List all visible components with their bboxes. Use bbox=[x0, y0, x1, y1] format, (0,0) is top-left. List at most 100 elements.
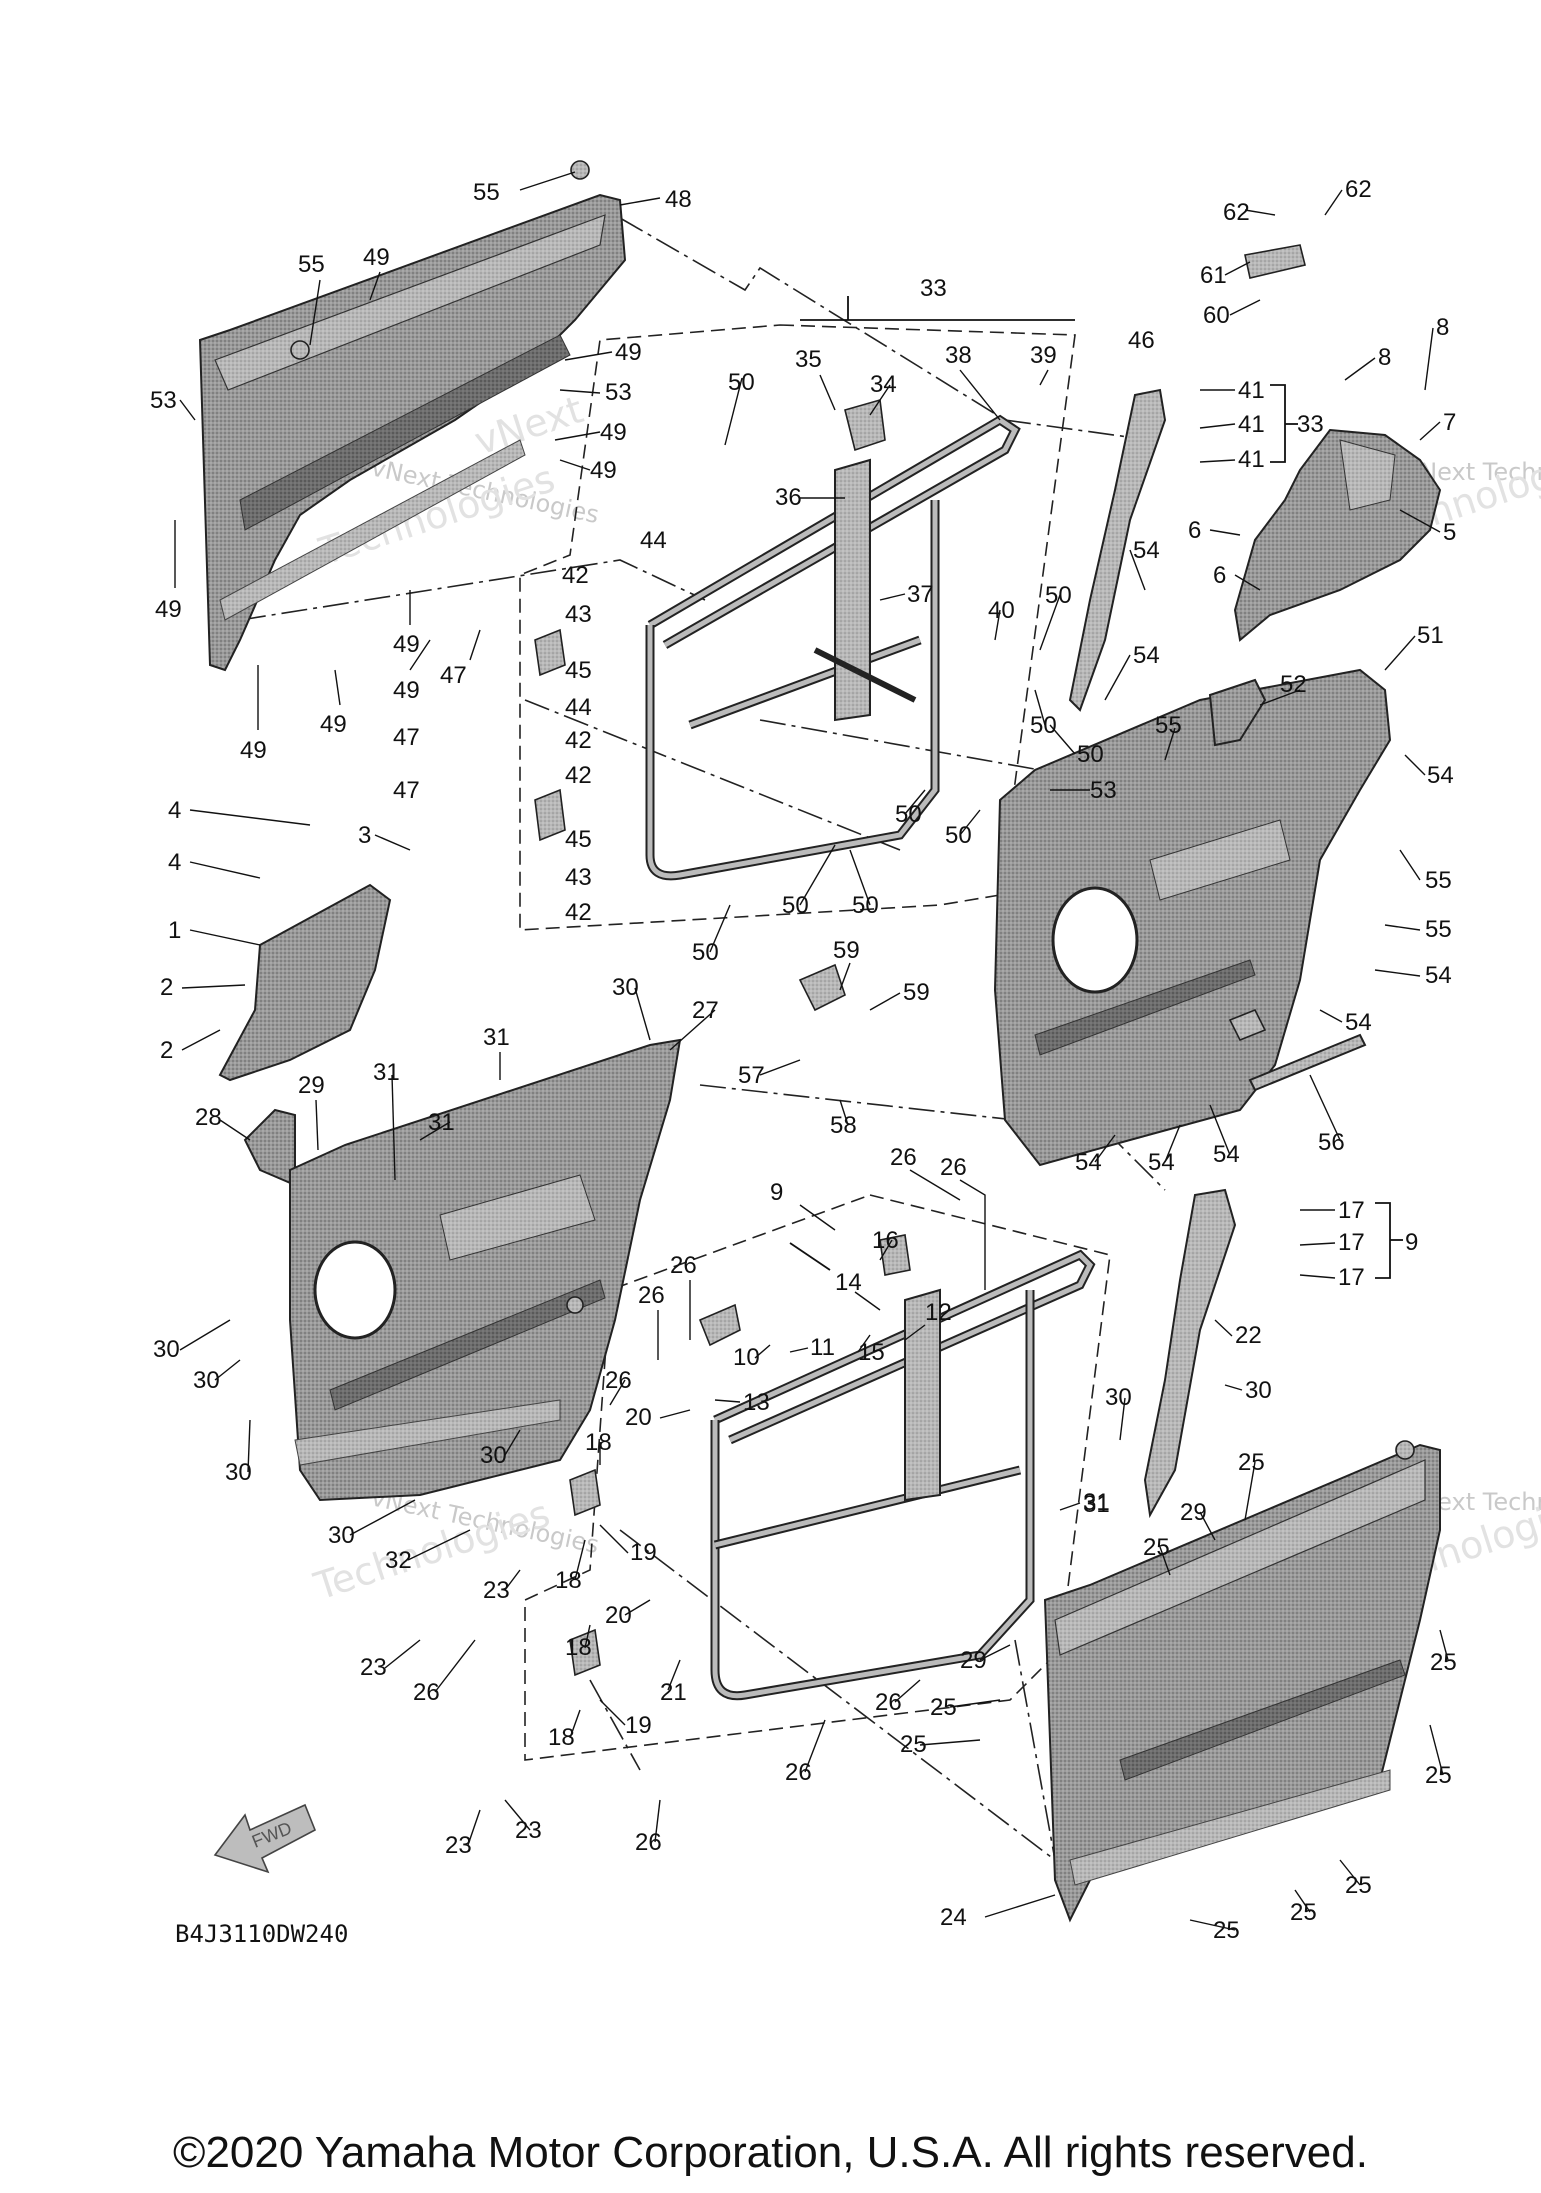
callout-55[interactable]: 55 bbox=[1155, 712, 1182, 739]
callout-37[interactable]: 37 bbox=[907, 581, 934, 608]
callout-25[interactable]: 25 bbox=[1238, 1449, 1265, 1476]
callout-49[interactable]: 49 bbox=[393, 631, 420, 658]
callout-29[interactable]: 29 bbox=[960, 1647, 987, 1674]
callout-4[interactable]: 4 bbox=[168, 849, 181, 876]
callout-60[interactable]: 60 bbox=[1203, 302, 1230, 329]
callout-55[interactable]: 55 bbox=[298, 251, 325, 278]
callout-59[interactable]: 59 bbox=[833, 937, 860, 964]
callout-23[interactable]: 23 bbox=[483, 1577, 510, 1604]
callout-50[interactable]: 50 bbox=[1077, 741, 1104, 768]
callout-41[interactable]: 41 bbox=[1238, 446, 1265, 473]
callout-26[interactable]: 26 bbox=[785, 1759, 812, 1786]
callout-50[interactable]: 50 bbox=[852, 892, 879, 919]
callout-29[interactable]: 29 bbox=[298, 1072, 325, 1099]
callout-26[interactable]: 26 bbox=[413, 1679, 440, 1706]
callout-50[interactable]: 50 bbox=[692, 939, 719, 966]
callout-44[interactable]: 44 bbox=[640, 527, 667, 554]
callout-30[interactable]: 30 bbox=[225, 1459, 252, 1486]
callout-17[interactable]: 17 bbox=[1338, 1197, 1365, 1224]
callout-11[interactable]: 11 bbox=[810, 1334, 835, 1361]
callout-5[interactable]: 5 bbox=[1443, 519, 1456, 546]
callout-17[interactable]: 17 bbox=[1338, 1264, 1365, 1291]
callout-46[interactable]: 46 bbox=[1128, 327, 1155, 354]
callout-33[interactable]: 33 bbox=[1297, 411, 1324, 438]
callout-8[interactable]: 8 bbox=[1436, 314, 1449, 341]
callout-55[interactable]: 55 bbox=[1425, 916, 1452, 943]
callout-49[interactable]: 49 bbox=[615, 339, 642, 366]
callout-42[interactable]: 42 bbox=[565, 727, 592, 754]
callout-43[interactable]: 43 bbox=[565, 601, 592, 628]
callout-33[interactable]: 33 bbox=[920, 275, 947, 302]
callout-49[interactable]: 49 bbox=[600, 419, 627, 446]
callout-55[interactable]: 55 bbox=[1425, 867, 1452, 894]
callout-26[interactable]: 26 bbox=[940, 1154, 967, 1181]
callout-16[interactable]: 16 bbox=[872, 1227, 899, 1254]
callout-24[interactable]: 24 bbox=[940, 1904, 967, 1931]
callout-55[interactable]: 55 bbox=[473, 179, 500, 206]
callout-30[interactable]: 30 bbox=[1105, 1384, 1132, 1411]
callout-56[interactable]: 56 bbox=[1318, 1129, 1345, 1156]
callout-26[interactable]: 26 bbox=[635, 1829, 662, 1856]
callout-25[interactable]: 25 bbox=[1425, 1762, 1452, 1789]
callout-43[interactable]: 43 bbox=[565, 864, 592, 891]
callout-29[interactable]: 29 bbox=[1180, 1499, 1207, 1526]
callout-30[interactable]: 30 bbox=[328, 1522, 355, 1549]
callout-26[interactable]: 26 bbox=[638, 1282, 665, 1309]
callout-47[interactable]: 47 bbox=[393, 724, 420, 751]
callout-52[interactable]: 52 bbox=[1280, 671, 1307, 698]
callout-25[interactable]: 25 bbox=[1213, 1917, 1240, 1944]
callout-23[interactable]: 23 bbox=[445, 1832, 472, 1859]
callout-49[interactable]: 49 bbox=[155, 596, 182, 623]
callout-49[interactable]: 49 bbox=[320, 711, 347, 738]
callout-20[interactable]: 20 bbox=[605, 1602, 632, 1629]
callout-28[interactable]: 28 bbox=[195, 1104, 222, 1131]
callout-62[interactable]: 62 bbox=[1345, 176, 1372, 203]
callout-50[interactable]: 50 bbox=[1045, 582, 1072, 609]
callout-19[interactable]: 19 bbox=[630, 1539, 657, 1566]
callout-42[interactable]: 42 bbox=[562, 562, 589, 589]
callout-54[interactable]: 54 bbox=[1075, 1149, 1102, 1176]
callout-30[interactable]: 30 bbox=[193, 1367, 220, 1394]
callout-62[interactable]: 62 bbox=[1223, 199, 1250, 226]
callout-44[interactable]: 44 bbox=[565, 694, 592, 721]
callout-6[interactable]: 6 bbox=[1213, 562, 1226, 589]
callout-1[interactable]: 1 bbox=[168, 917, 181, 944]
callout-51[interactable]: 51 bbox=[1417, 622, 1444, 649]
callout-19[interactable]: 19 bbox=[625, 1712, 652, 1739]
callout-25[interactable]: 25 bbox=[1345, 1872, 1372, 1899]
callout-7[interactable]: 7 bbox=[1443, 409, 1456, 436]
callout-54[interactable]: 54 bbox=[1133, 537, 1160, 564]
callout-61[interactable]: 61 bbox=[1200, 262, 1227, 289]
callout-26[interactable]: 26 bbox=[605, 1367, 632, 1394]
callout-49[interactable]: 49 bbox=[590, 457, 617, 484]
callout-13[interactable]: 13 bbox=[743, 1389, 770, 1416]
callout-31[interactable]: 31 bbox=[1083, 1491, 1110, 1518]
callout-35[interactable]: 35 bbox=[795, 346, 822, 373]
callout-9[interactable]: 9 bbox=[770, 1179, 783, 1206]
callout-8[interactable]: 8 bbox=[1378, 344, 1391, 371]
callout-42[interactable]: 42 bbox=[565, 762, 592, 789]
callout-26[interactable]: 26 bbox=[890, 1144, 917, 1171]
callout-49[interactable]: 49 bbox=[363, 244, 390, 271]
callout-47[interactable]: 47 bbox=[440, 662, 467, 689]
callout-2[interactable]: 2 bbox=[160, 974, 173, 1001]
callout-54[interactable]: 54 bbox=[1133, 642, 1160, 669]
callout-9[interactable]: 9 bbox=[1405, 1229, 1418, 1256]
callout-34[interactable]: 34 bbox=[870, 371, 897, 398]
callout-42[interactable]: 42 bbox=[565, 899, 592, 926]
callout-23[interactable]: 23 bbox=[515, 1817, 542, 1844]
callout-50[interactable]: 50 bbox=[895, 801, 922, 828]
callout-54[interactable]: 54 bbox=[1425, 962, 1452, 989]
callout-40[interactable]: 40 bbox=[988, 597, 1015, 624]
callout-38[interactable]: 38 bbox=[945, 342, 972, 369]
callout-30[interactable]: 30 bbox=[153, 1336, 180, 1363]
callout-6[interactable]: 6 bbox=[1188, 517, 1201, 544]
callout-47[interactable]: 47 bbox=[393, 777, 420, 804]
callout-41[interactable]: 41 bbox=[1238, 411, 1265, 438]
callout-49[interactable]: 49 bbox=[240, 737, 267, 764]
callout-14[interactable]: 14 bbox=[835, 1269, 862, 1296]
callout-54[interactable]: 54 bbox=[1427, 762, 1454, 789]
callout-32[interactable]: 32 bbox=[385, 1547, 412, 1574]
callout-23[interactable]: 23 bbox=[360, 1654, 387, 1681]
callout-30[interactable]: 30 bbox=[480, 1442, 507, 1469]
